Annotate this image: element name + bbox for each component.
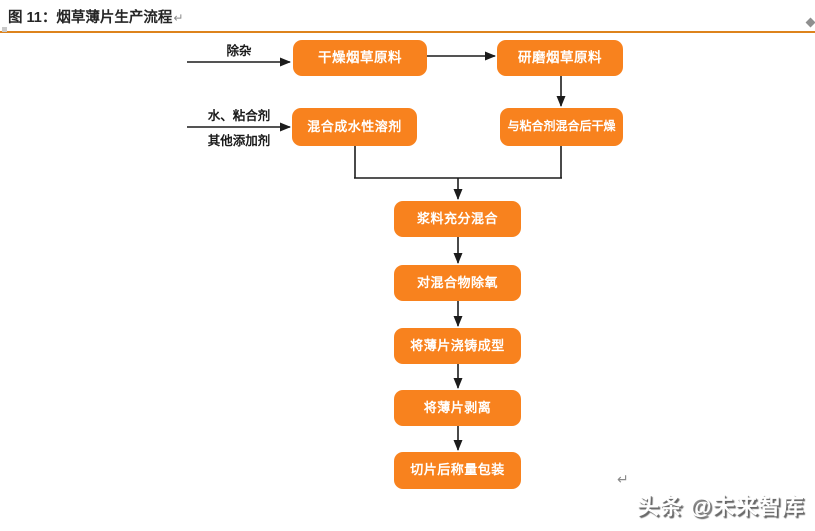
flow-node-cast-sheet: 将薄片浇铸成型 (394, 328, 521, 364)
feed-label-dechaff: 除杂 (226, 44, 252, 58)
flow-node-mix-aqueous: 混合成水性溶剂 (292, 108, 417, 146)
right-edge-marker (805, 17, 815, 28)
flow-node-grind-raw: 研磨烟草原料 (497, 40, 623, 76)
flow-node-cut-pack: 切片后称量包装 (394, 452, 521, 489)
figure-title-text: 图 11：烟草薄片生产流程 (8, 10, 173, 26)
title-divider-rule (0, 31, 815, 33)
flow-node-deoxidize: 对混合物除氧 (394, 265, 521, 301)
feed-label-additive-bottom: 其他添加剂 (207, 134, 271, 148)
figure-title: 图 11：烟草薄片生产流程↵ (8, 6, 183, 27)
flow-node-binder-dry: 与粘合剂混合后干燥 (500, 108, 623, 146)
watermark-toutiao: 头条 @未来智库 (637, 494, 805, 519)
paragraph-return-mark-bottom: ↵ (617, 471, 629, 487)
flow-node-slurry-mix: 浆料充分混合 (394, 201, 521, 237)
flow-node-peel-sheet: 将薄片剥离 (394, 390, 521, 426)
feed-label-additive-top: 水、粘合剂 (207, 109, 271, 123)
flow-node-dry-raw: 干燥烟草原料 (293, 40, 427, 76)
left-margin-handle (2, 27, 7, 32)
paragraph-return-mark: ↵ (173, 11, 184, 25)
